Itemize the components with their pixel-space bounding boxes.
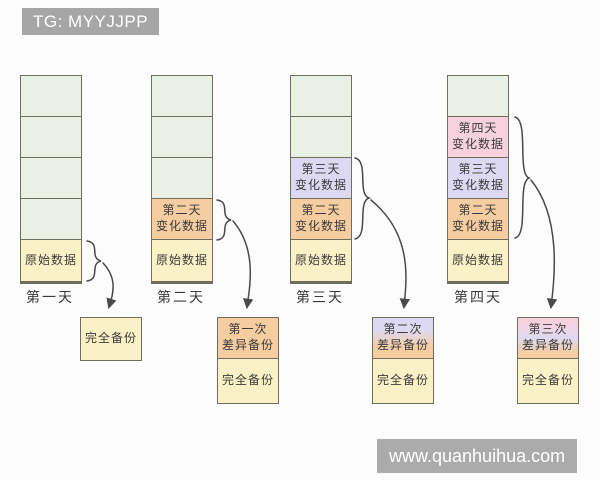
day3-to-diff-backup-arrow (370, 199, 411, 310)
day1-label: 第一天 (26, 289, 74, 305)
day3-stack: 第三天 变化数据 第二天 变化数据 原始数据 (290, 75, 352, 284)
full-backup-cell: 完全备份 (218, 359, 278, 403)
day1-to-full-backup-arrow (102, 262, 117, 310)
diff-backup-1-cell: 第一次 差异备份 (218, 318, 278, 359)
day2-changed-data-cell: 第二天 变化数据 (291, 199, 351, 240)
empty-data-cell (21, 199, 81, 240)
day2-to-diff-backup-arrow (232, 220, 254, 310)
day4-changed-data-cell: 第四天 变化数据 (448, 117, 508, 158)
day3-backup-box: 第二次 差异备份 完全备份 (372, 317, 434, 404)
day2-stack: 第二天 变化数据 原始数据 (151, 75, 213, 284)
diff-backup-2-cell: 第二次 差异备份 (373, 318, 433, 359)
empty-data-cell (152, 76, 212, 117)
day2-brace (216, 199, 232, 241)
empty-data-cell (152, 158, 212, 199)
day3-changed-data-cell: 第三天 变化数据 (291, 158, 351, 199)
day4-backup-box: 第三次 差异备份 完全备份 (517, 317, 579, 404)
day4-stack: 第四天 变化数据 第三天 变化数据 第二天 变化数据 原始数据 (447, 75, 509, 284)
full-backup-cell: 完全备份 (373, 359, 433, 403)
full-backup-cell: 完全备份 (81, 318, 141, 360)
empty-data-cell (21, 76, 81, 117)
original-data-cell: 原始数据 (21, 240, 81, 281)
full-backup-cell: 完全备份 (518, 359, 578, 403)
day1-brace (86, 240, 102, 282)
day3-changed-data-cell: 第三天 变化数据 (448, 158, 508, 199)
day3-brace (354, 157, 372, 240)
empty-data-cell (448, 76, 508, 117)
day2-changed-data-cell: 第二天 变化数据 (152, 199, 212, 240)
empty-data-cell (291, 76, 351, 117)
day3-label: 第三天 (296, 289, 344, 305)
day1-stack: 原始数据 (20, 75, 82, 284)
diff-backup-3-cell: 第三次 差异备份 (518, 318, 578, 359)
day2-label: 第二天 (157, 289, 205, 305)
day4-brace (514, 116, 531, 239)
empty-data-cell (291, 117, 351, 158)
watermark: www.quanhuihua.com (377, 439, 578, 473)
day4-to-diff-backup-arrow (530, 179, 558, 310)
original-data-cell: 原始数据 (291, 240, 351, 281)
day2-changed-data-cell: 第二天 变化数据 (448, 199, 508, 240)
day4-label: 第四天 (454, 289, 502, 305)
empty-data-cell (21, 158, 81, 199)
empty-data-cell (152, 117, 212, 158)
tg-badge: TG: MYYJJPP (22, 8, 160, 35)
empty-data-cell (21, 117, 81, 158)
day2-backup-box: 第一次 差异备份 完全备份 (217, 317, 279, 404)
original-data-cell: 原始数据 (152, 240, 212, 281)
day1-backup-box: 完全备份 (80, 317, 142, 361)
original-data-cell: 原始数据 (448, 240, 508, 281)
